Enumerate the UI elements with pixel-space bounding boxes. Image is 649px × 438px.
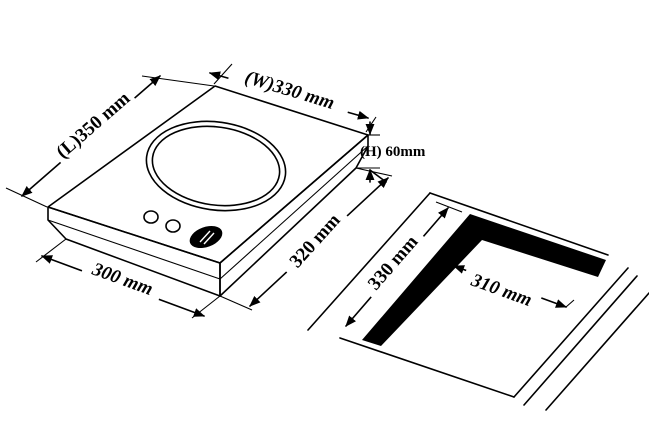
counter-front-edge bbox=[339, 337, 515, 398]
counter-right-edge-2 bbox=[523, 275, 638, 406]
cooktop-right-face bbox=[219, 134, 369, 297]
control-knob bbox=[189, 225, 223, 249]
dimension-width: (W)330 mm bbox=[208, 58, 377, 133]
control-button-2 bbox=[165, 219, 181, 233]
control-button-1 bbox=[143, 210, 159, 224]
cooking-zone-inner bbox=[151, 125, 281, 207]
countertop-cutout bbox=[307, 192, 649, 411]
dimension-cutout-width: 310 mm bbox=[452, 263, 575, 315]
dimension-length: (L)350 mm bbox=[5, 75, 215, 208]
counter-right-edge-3 bbox=[545, 292, 649, 411]
counter-right-edge-1 bbox=[513, 267, 629, 398]
cutout-frame bbox=[362, 214, 606, 346]
length-label: (L)350 mm bbox=[52, 88, 134, 163]
cooking-zone-outer bbox=[145, 120, 287, 212]
width-label: (W)330 mm bbox=[242, 67, 336, 114]
height-label: (H) 60mm bbox=[360, 144, 426, 160]
dimension-front-width: 300 mm bbox=[35, 238, 221, 319]
counter-side-edge bbox=[429, 192, 609, 256]
